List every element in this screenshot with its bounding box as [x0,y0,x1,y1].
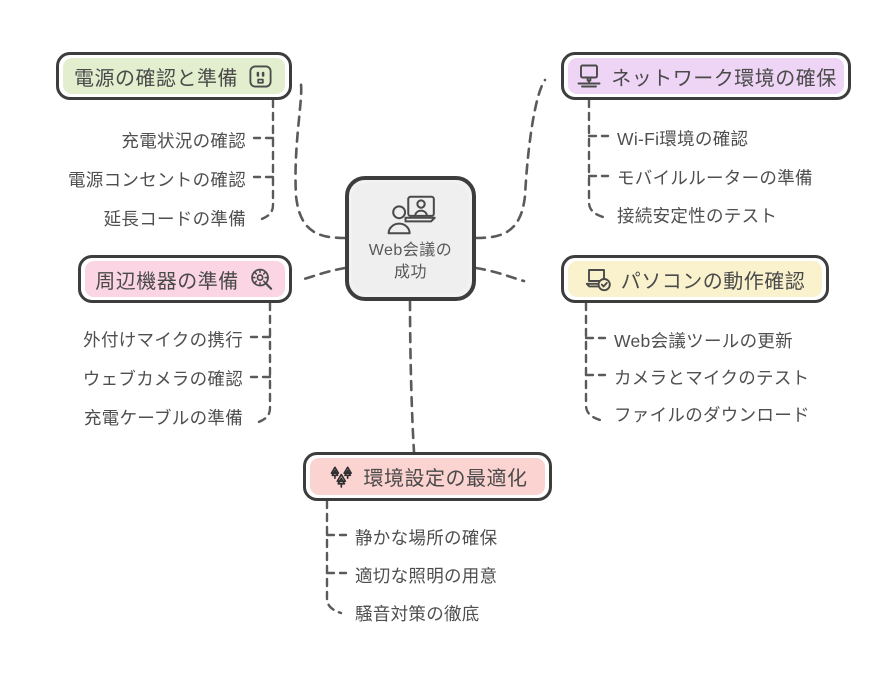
subitem-network-1: モバイルルーターの準備 [617,168,813,188]
center-node-fill [352,183,469,294]
branch-node-environment[interactable]: 環境設定の最適化 [303,452,552,501]
branch-highlight-pc-check [568,261,822,297]
branch-node-peripherals[interactable]: 周辺機器の準備 [78,255,292,303]
branch-node-power[interactable]: 電源の確認と準備 [56,52,292,100]
branch-label-peripherals: 周辺機器の準備 [95,270,239,293]
subitem-network-0: Wi-Fi環境の確認 [617,129,749,149]
gear-magnifier-icon [248,266,275,293]
subitem-pc-check-2: ファイルのダウンロード [614,405,810,425]
subitem-power-0: 充電状況の確認 [121,131,246,151]
laptop-check-icon [585,266,612,293]
subitem-pc-check-0: Web会議ツールの更新 [614,331,793,351]
desktop-computer-icon [575,63,602,90]
subitem-power-1: 電源コンセントの確認 [68,170,246,190]
branch-highlight-power [63,58,285,94]
branch-highlight-network [568,58,844,94]
subitem-environment-2: 騒音対策の徹底 [355,604,480,624]
power-outlet-icon [247,63,274,90]
center-node[interactable]: Web会議の 成功 [345,176,476,301]
subitem-network-2: 接続安定性のテスト [617,206,778,226]
subitem-peripherals-1: ウェブカメラの確認 [82,369,243,389]
subitem-power-2: 延長コードの準備 [103,209,246,229]
branch-label-environment: 環境設定の最適化 [363,468,528,490]
trees-icon [328,463,355,490]
branch-label-pc-check: パソコンの動作確認 [620,270,806,293]
subitem-peripherals-2: 充電ケーブルの準備 [83,408,243,428]
subitem-pc-check-1: カメラとマイクのテスト [614,368,810,388]
subitem-peripherals-0: 外付けマイクの携行 [83,330,243,350]
branch-label-power: 電源の確認と準備 [74,67,238,90]
center-node-label: Web会議の 成功 [368,241,453,281]
branch-highlight-environment [310,458,545,495]
subitem-environment-0: 静かな場所の確保 [355,528,498,548]
branch-node-pc-check[interactable]: パソコンの動作確認 [561,255,829,303]
branch-label-network: ネットワーク環境の確保 [611,67,837,90]
branch-node-network[interactable]: ネットワーク環境の確保 [561,52,851,100]
video-conference-icon [385,194,437,236]
subitem-environment-1: 適切な照明の用意 [355,566,498,586]
